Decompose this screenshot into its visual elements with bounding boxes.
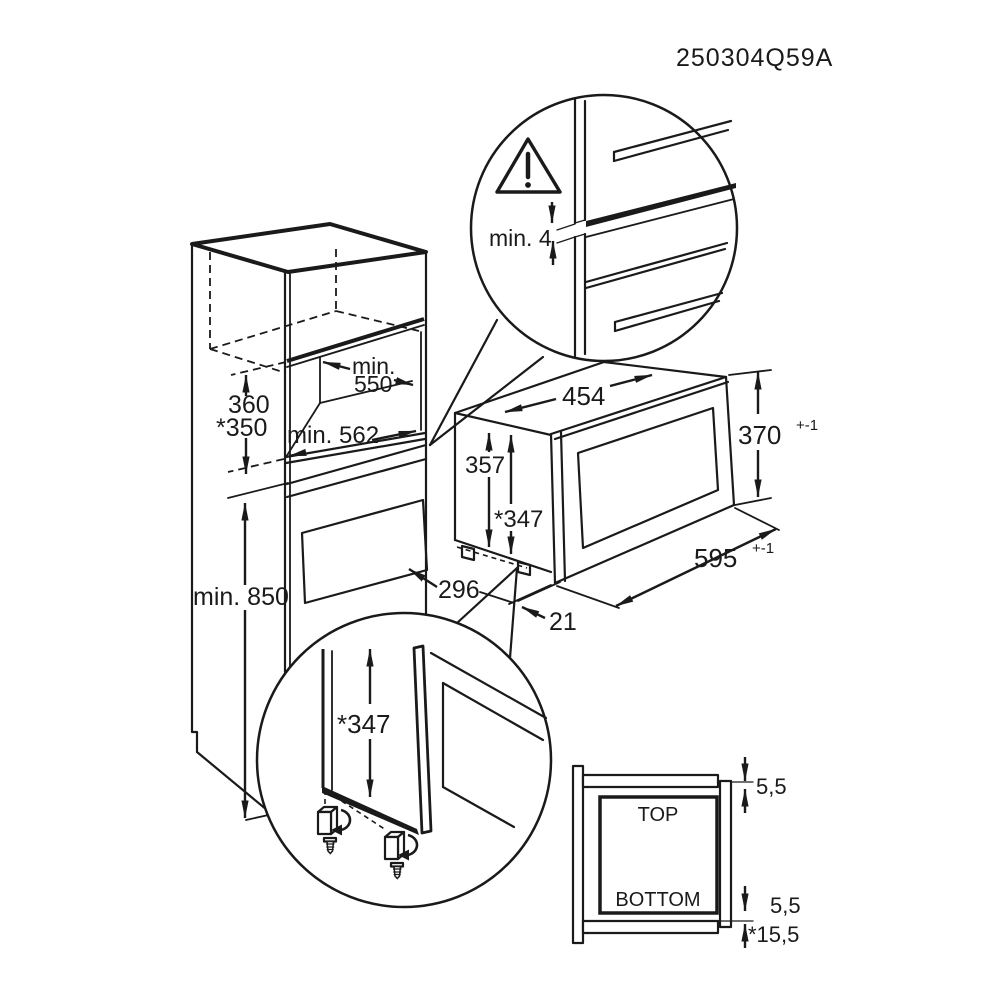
dim-frame-overhang: 21 <box>508 581 577 636</box>
tall-cabinet <box>190 222 429 817</box>
dim-door-height-label: 296 <box>438 576 480 604</box>
dim-front-width-tol: +-1 <box>752 540 774 557</box>
dim-bottom-gap-label: 5,5 <box>770 893 801 918</box>
label-top: TOP <box>638 804 679 826</box>
dim-niche-depth-label: min. 562 <box>287 422 379 449</box>
dim-depth-454: 454 <box>562 381 605 411</box>
dim-section-bottom-offset: *15,5 <box>741 922 799 948</box>
dim-section-bottom-gap: 5,5 <box>741 886 801 918</box>
microwave-unit <box>453 360 736 585</box>
dim-body-height: 357 <box>465 432 505 548</box>
dim-body-height-alt-347: *347 <box>494 506 543 533</box>
dim-niche-height: 360 *350 <box>216 361 287 475</box>
rotation-arrow-icon <box>331 808 352 836</box>
dim-niche-depth: min. 562 <box>287 422 417 458</box>
dim-niche-height-alt-label: *350 <box>216 414 267 442</box>
dim-overhang-21: 21 <box>549 608 577 636</box>
dim-front-height-370: 370 <box>738 420 781 450</box>
dim-front-height: 370 +-1 <box>728 369 818 506</box>
dim-detail-height-347: *347 <box>337 709 391 739</box>
dim-front-width: 595 +-1 <box>556 507 780 609</box>
dim-niche-height-label: 360 <box>228 391 270 419</box>
rotation-arrow-icon <box>398 833 419 861</box>
dim-section-top-gap: 5,5 <box>741 757 787 813</box>
screw-icon <box>389 861 405 880</box>
screw-icon <box>322 836 338 855</box>
section-bottom-rail <box>581 919 720 935</box>
warning-icon <box>495 137 562 194</box>
dim-niche-width-min: min. <box>352 353 395 379</box>
dim-detail-height: *347 <box>337 648 391 798</box>
dim-bottom-offset-label: *15,5 <box>748 922 799 947</box>
dim-plinth-height: min. 850 <box>193 482 289 821</box>
dim-plinth-height-label: min. 850 <box>193 583 289 611</box>
dim-body-height-alt: *347 <box>494 434 543 555</box>
section-front-trim <box>718 779 733 929</box>
section-appliance-box <box>598 795 719 915</box>
drawing-number: 250304Q59A <box>676 44 833 72</box>
cross-section-view: TOP BOTTOM 5,5 5,5 *15,5 <box>571 757 801 948</box>
dim-top-gap-label: 5,5 <box>756 774 787 799</box>
section-wall <box>571 764 585 945</box>
section-top-rail <box>581 773 720 789</box>
dim-gap-min4-label: min. 4 <box>489 225 552 251</box>
dim-front-width-595: 595 <box>694 543 737 573</box>
dim-niche-width-550: 550 <box>354 371 392 397</box>
dim-door-height: 296 <box>408 567 515 604</box>
label-bottom: BOTTOM <box>615 889 700 911</box>
dim-top-gap-min4: min. 4 <box>489 202 576 265</box>
dim-body-height-357: 357 <box>465 452 505 479</box>
mounting-detail: *347 <box>255 566 553 909</box>
dim-niche-width: min. 550 <box>322 353 414 397</box>
dim-front-height-tol: +-1 <box>796 417 818 434</box>
dim-depth: 454 <box>504 373 653 414</box>
